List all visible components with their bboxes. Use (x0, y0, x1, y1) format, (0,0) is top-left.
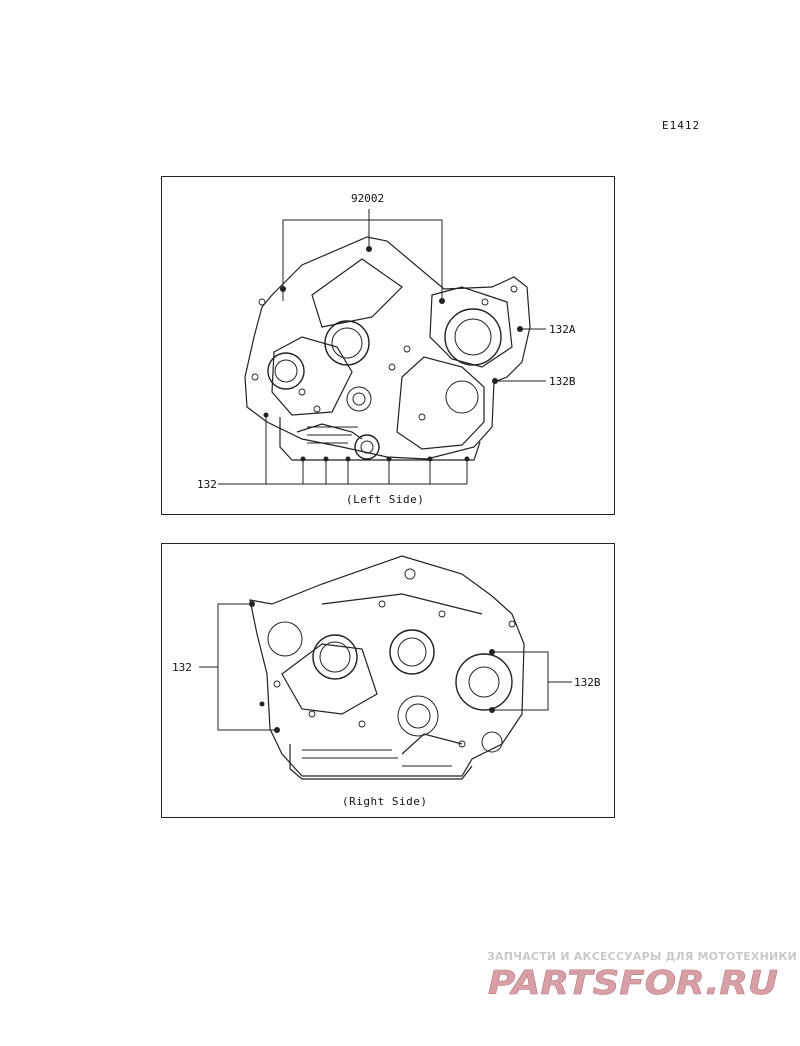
left-crankcase-drawing (214, 209, 546, 485)
crankcase-outline (244, 236, 531, 461)
callout-leaders (199, 603, 572, 731)
watermark-logo-text: PARTSFOR.RU (488, 964, 778, 1000)
diagram-code: E1412 (662, 119, 701, 132)
oil-pan-fins (302, 749, 452, 767)
bores (267, 621, 513, 753)
callout-132b: 132B (573, 676, 602, 689)
bolt-markers (249, 601, 495, 733)
oil-pan-fins (307, 426, 358, 444)
right-crankcase-drawing (199, 555, 572, 780)
callout-132b: 132B (548, 375, 577, 388)
bolt-markers (263, 246, 523, 462)
callout-leaders (214, 209, 546, 485)
callout-132: 132 (196, 478, 218, 491)
right-side-panel: 132 132B (Right Side) (161, 543, 615, 818)
small-holes (251, 285, 518, 421)
bores (267, 308, 502, 460)
small-holes (273, 568, 516, 748)
left-side-panel: 92002 132A 132B 132 (Left Side) (161, 176, 615, 515)
callout-132: 132 (171, 661, 193, 674)
watermark-tagline: ЗАПЧАСТИ И АКСЕССУАРЫ ДЛЯ МОТОТЕХНИКИ (487, 950, 797, 963)
right-side-caption: (Right Side) (342, 795, 428, 808)
callout-92002: 92002 (350, 192, 386, 205)
watermark-logo: PARTSFOR.RU (488, 964, 779, 1000)
left-side-caption: (Left Side) (346, 493, 425, 506)
crankcase-outline (249, 555, 525, 780)
callout-132a: 132A (548, 323, 577, 336)
